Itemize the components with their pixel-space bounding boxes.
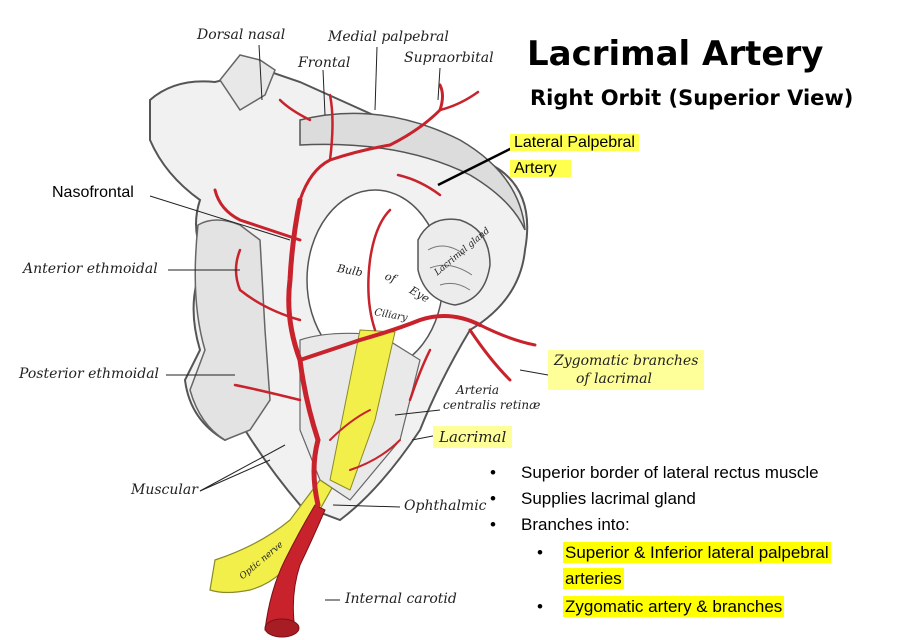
label-lateral-palpebral-line1: Lateral Palpebral <box>510 134 639 151</box>
internal-carotid-vessel <box>264 504 326 631</box>
lateral-palpebral-pointer <box>437 146 513 187</box>
label-frontal: Frontal <box>298 55 351 71</box>
label-medial-palpebral: Medial palpebral <box>328 29 449 45</box>
label-lateral-palpebral-line2: Artery <box>510 160 571 177</box>
bullet-icon: • <box>537 597 543 616</box>
label-muscular: Muscular <box>131 482 198 498</box>
label-internal-carotid: Internal carotid <box>345 591 457 607</box>
label-dorsal-nasal: Dorsal nasal <box>197 27 286 43</box>
label-zygomatic-line2: of lacrimal <box>576 371 652 387</box>
label-arteria: Arteria <box>456 383 500 397</box>
page-subtitle: Right Orbit (Superior View) <box>530 86 854 110</box>
dorsal-bone <box>219 54 276 112</box>
arteries <box>213 83 537 508</box>
lacrimal-gland-shape <box>417 218 491 306</box>
nasal-bone <box>189 219 271 441</box>
label-zygomatic-line1: Zygomatic branches <box>554 353 699 369</box>
label-nasofrontal: Nasofrontal <box>52 184 134 201</box>
bullet-icon: • <box>490 515 496 534</box>
label-lacrimal: Lacrimal <box>433 426 513 448</box>
leader-lines <box>149 44 549 601</box>
label-anterior-ethmoidal: Anterior ethmoidal <box>23 261 158 277</box>
bullet-icon: • <box>490 489 496 508</box>
supraorbital-ridge <box>299 112 526 231</box>
label-supraorbital: Supraorbital <box>404 50 494 66</box>
label-centralis-retinae: centralis retinæ <box>443 398 541 412</box>
page-title: Lacrimal Artery <box>527 34 824 74</box>
label-zygomatic-branches: Zygomatic branches of lacrimal <box>548 350 705 390</box>
bullet-icon: • <box>490 463 496 482</box>
label-posterior-ethmoidal: Posterior ethmoidal <box>19 366 160 382</box>
label-lateral-palpebral-artery: Lateral Palpebral Artery <box>510 130 639 182</box>
bullet-icon: • <box>537 543 543 562</box>
label-ophthalmic: Ophthalmic <box>404 498 487 514</box>
